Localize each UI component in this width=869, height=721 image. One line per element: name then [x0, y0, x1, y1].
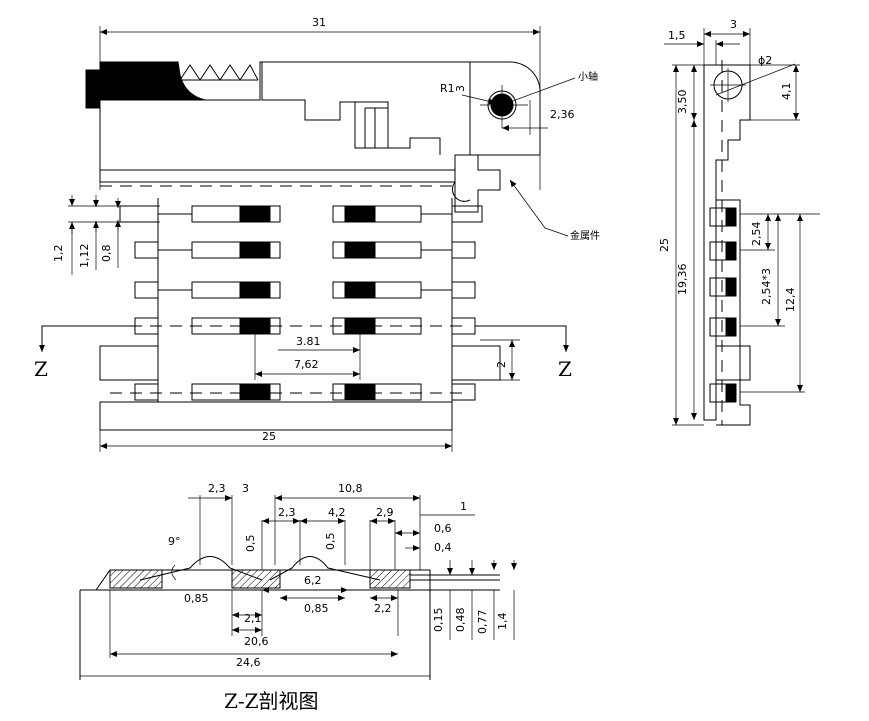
sec-dim-23a-label: 2,3 — [208, 482, 226, 495]
sec-dim-206-label: 20,6 — [244, 635, 269, 648]
sec-dim-21-label: 2,1 — [244, 612, 262, 625]
section-caption: Z-Z剖视图 — [224, 689, 319, 713]
dim-12-label: 1,2 — [52, 245, 65, 263]
side-dim-3-label: 3 — [730, 18, 737, 31]
contact-row-2 — [134, 241, 476, 259]
sec-dim-3-label: 3 — [242, 482, 249, 495]
dim-31-label: 31 — [312, 16, 326, 29]
dim-31: 31 — [99, 16, 541, 190]
side-dim-350-label: 3,50 — [676, 90, 689, 115]
shaft-note: 小轴 — [578, 70, 598, 83]
sec-dim-29-label: 2,9 — [376, 506, 394, 519]
dim-762-label: 7,62 — [294, 358, 319, 371]
side-dim-15-label: 1,5 — [668, 29, 686, 42]
section-mark-right: Z — [558, 357, 572, 381]
side-dim-254-label: 2,54 — [750, 222, 763, 247]
sec-dim-22-label: 2,2 — [374, 602, 392, 615]
dim-25: 25 — [99, 430, 453, 452]
section-view: 2,3 3 10,8 1 2,3 4,2 2,9 0,6 0,4 0,5 0,5… — [79, 482, 517, 713]
spring — [179, 64, 259, 81]
section-mark-left: Z — [34, 357, 48, 381]
top-view: 31 小轴 R1 — [34, 16, 600, 452]
contact-row-3 — [134, 281, 476, 299]
left-small-dims: 1,2 1,12 0,8 — [52, 195, 160, 275]
sec-dim-246-label: 24,6 — [236, 656, 261, 669]
sec-dim-23b-label: 2,3 — [278, 506, 296, 519]
contact-row-5 — [134, 383, 476, 401]
r1-label: R1 — [440, 82, 455, 95]
section-marks: Z Z — [34, 325, 572, 381]
pitch-dims: 3.81 7,62 — [254, 334, 361, 380]
sec-dim-05a-label: 0,5 — [244, 535, 257, 553]
sec-dim-1-label: 1 — [460, 500, 467, 513]
sec-dim-085a-label: 0,85 — [184, 592, 209, 605]
dim-3-label: 3 — [454, 85, 467, 92]
sec-dim-048-label: 0,48 — [454, 608, 467, 633]
dim-2-label: 2 — [495, 361, 508, 368]
side-dim-1936-label: 19,36 — [676, 264, 689, 296]
contact-row-1 — [119, 205, 483, 223]
sec-dim-14-label: 1,4 — [496, 613, 509, 631]
side-dim-124-label: 12,4 — [784, 288, 797, 313]
dim-2: 2 — [480, 339, 520, 381]
dim-112-label: 1,12 — [78, 244, 91, 269]
sec-dim-108-label: 10,8 — [338, 482, 363, 495]
dim-381-label: 3.81 — [296, 335, 321, 348]
contact-rows — [99, 198, 501, 431]
phi2-label: ϕ2 — [758, 54, 772, 67]
lever-body — [85, 61, 541, 213]
dim-25-label: 25 — [262, 430, 276, 443]
sec-dim-42-label: 4,2 — [328, 506, 346, 519]
sec-dim-06-label: 0,6 — [434, 522, 452, 535]
sec-dim-077-label: 0,77 — [476, 610, 489, 635]
sec-angle-label: 9° — [168, 535, 181, 548]
metal-note: 金属件 — [570, 229, 600, 242]
sec-dim-05b-label: 0,5 — [324, 533, 337, 551]
sec-dim-04-label: 0,4 — [434, 541, 452, 554]
shaft: 小轴 R1 3 2,36 — [440, 70, 598, 135]
side-dim-254x3-label: 2,54*3 — [760, 268, 773, 305]
side-view: 1,5 3 ϕ2 25 19,36 3,50 — [658, 18, 820, 426]
dim-08-label: 0,8 — [100, 245, 113, 263]
dim-236-label: 2,36 — [550, 108, 575, 121]
side-dim-25-label: 25 — [658, 238, 671, 252]
metal-part-note: 金属件 — [509, 179, 600, 242]
contact-row-4 — [134, 317, 476, 335]
sec-dim-62-label: 6,2 — [304, 574, 322, 587]
sec-dim-085b-label: 0,85 — [304, 602, 329, 615]
sec-dim-015-label: 0,15 — [432, 608, 445, 633]
side-dim-41-label: 4,1 — [780, 83, 793, 101]
